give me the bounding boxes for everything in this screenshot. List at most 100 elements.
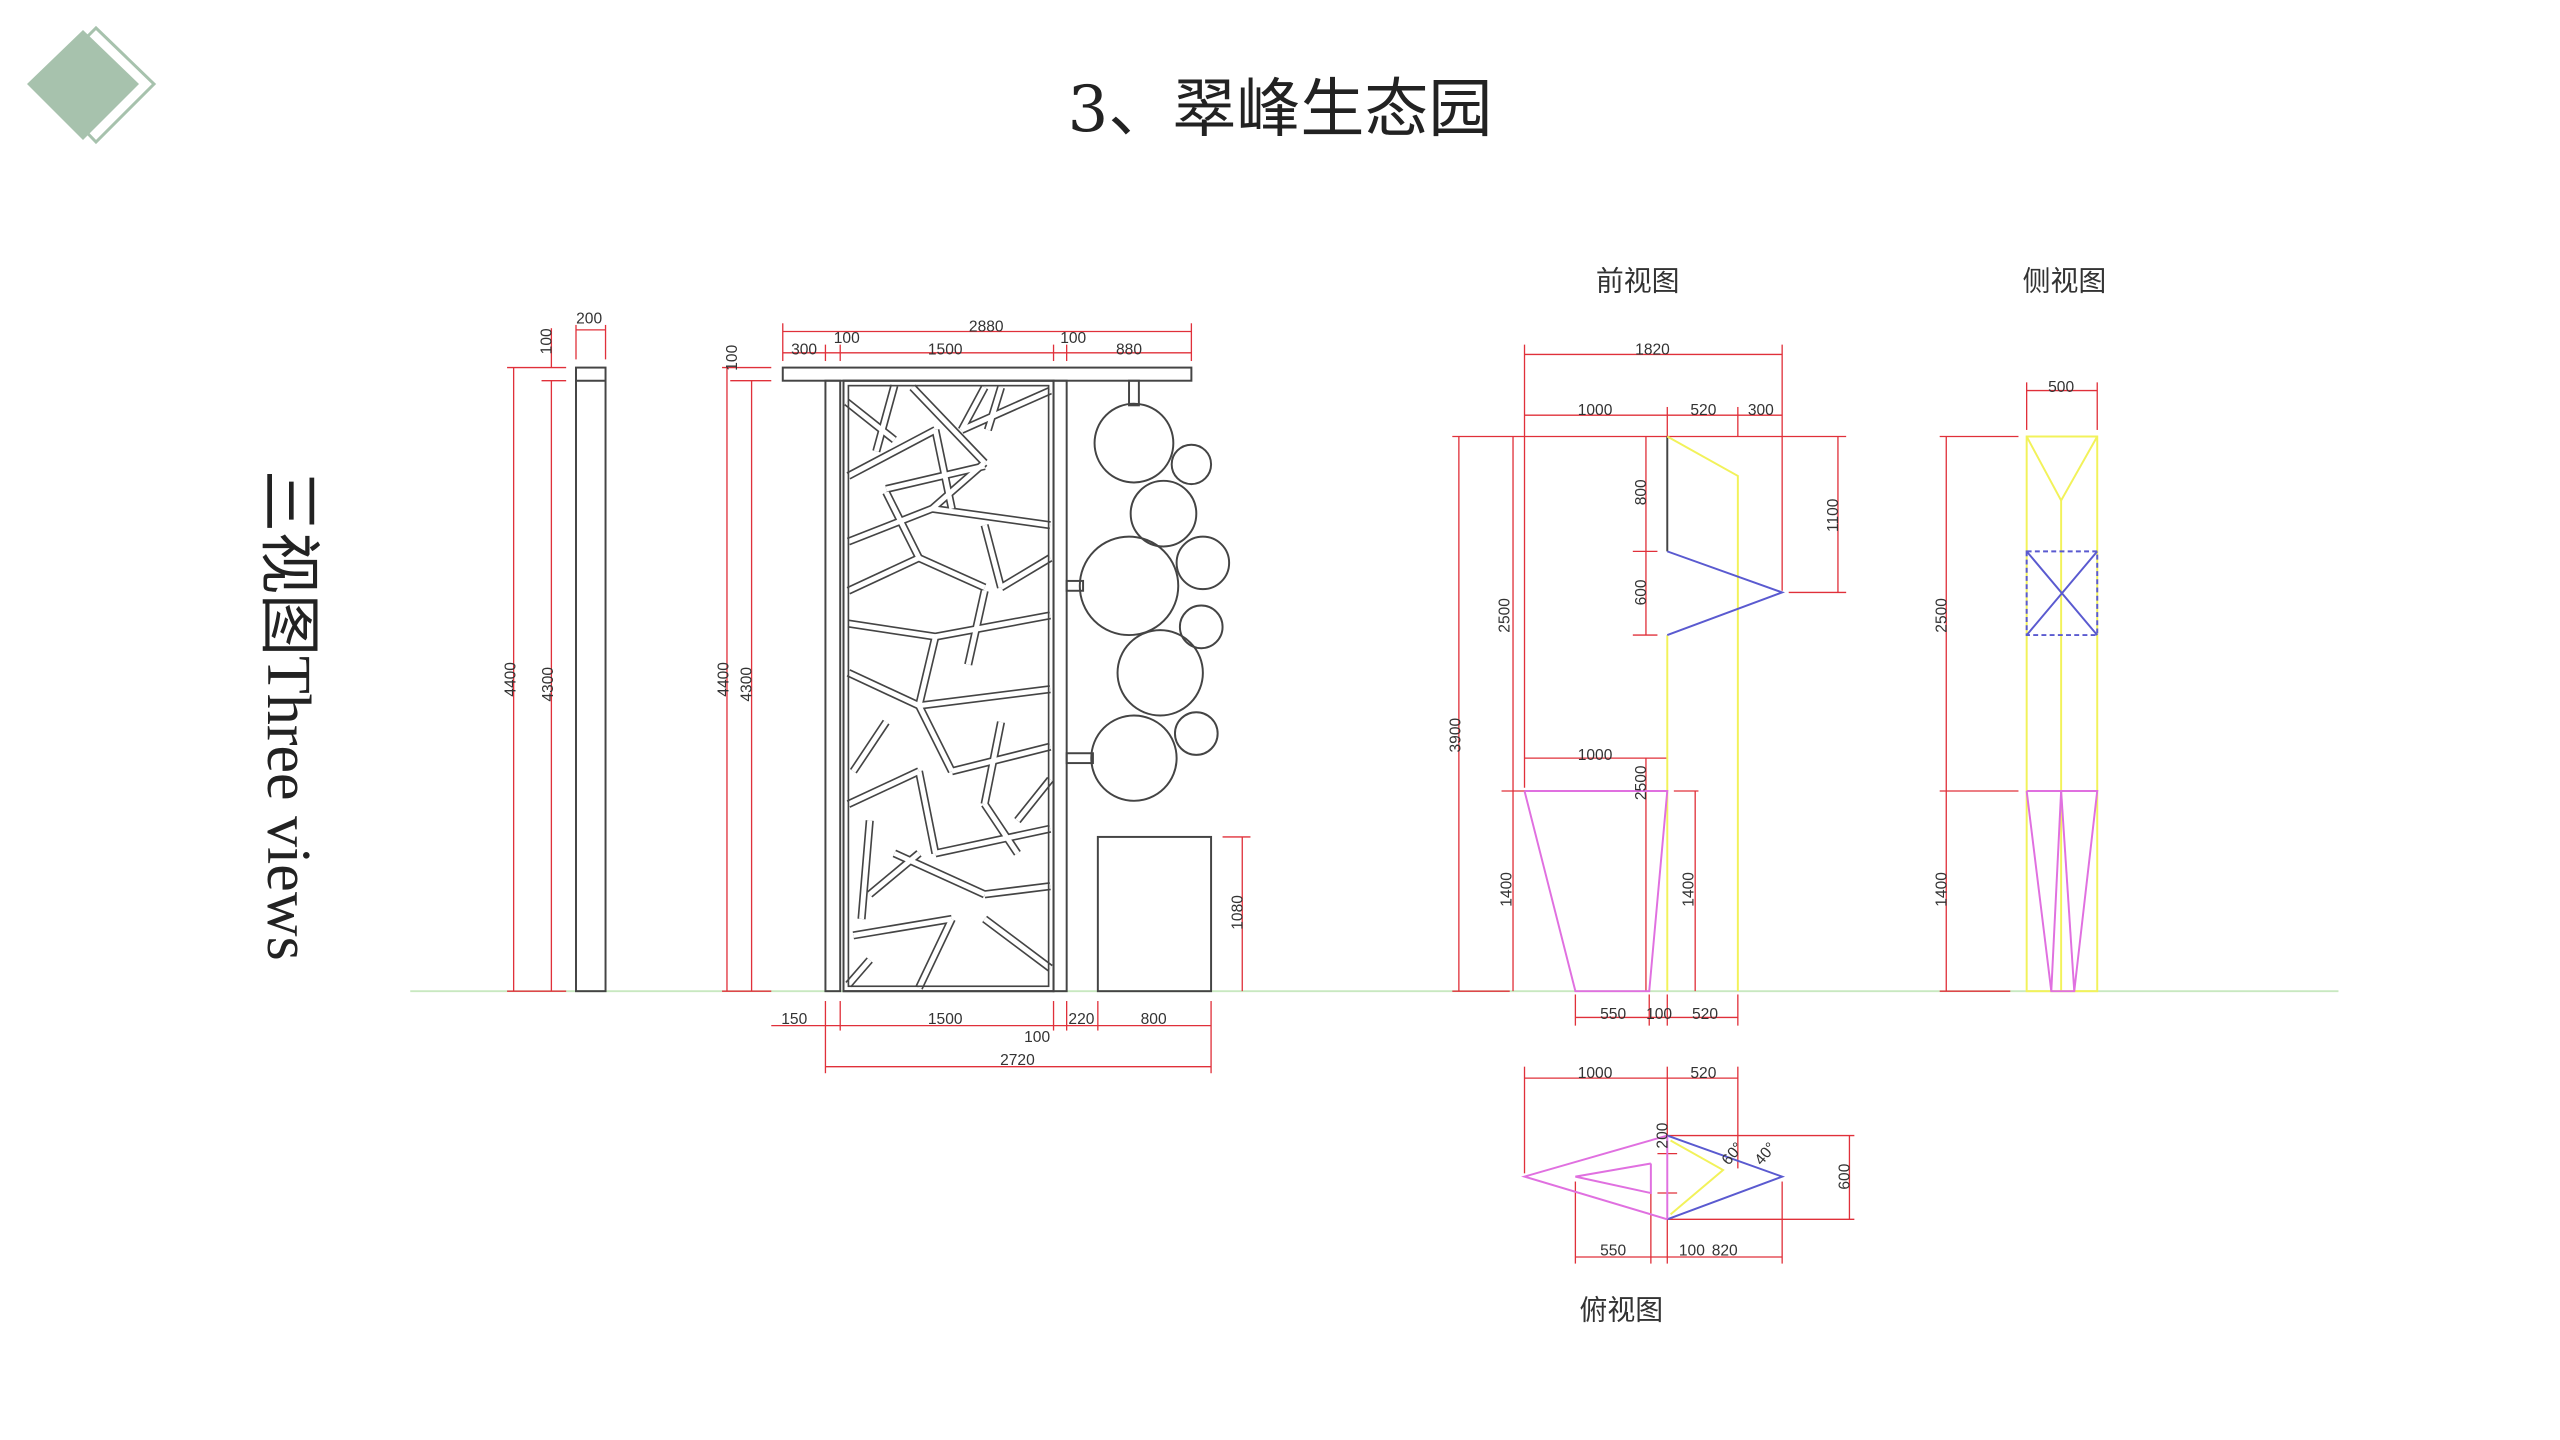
dim-label: 1500: [928, 1011, 963, 1028]
dim-label: 1820: [1635, 341, 1670, 358]
dim-label: 4400: [716, 662, 733, 697]
dim-label: 550: [1600, 1006, 1626, 1023]
dim-label: 520: [1692, 1006, 1718, 1023]
bubble-ornament: [1170, 443, 1213, 486]
dim-label: 60°: [1719, 1140, 1747, 1169]
bubble-ornament: [1078, 535, 1180, 637]
dim-label: 100: [1024, 1029, 1050, 1046]
dim-label: 200: [576, 310, 602, 327]
pattern-bar: [847, 769, 921, 807]
pattern-frame: [842, 379, 1055, 993]
pattern-bar: [965, 590, 988, 666]
pattern-bar: [916, 704, 954, 773]
dim-label: 1000: [1578, 1065, 1613, 1082]
dim-label: 220: [1068, 1011, 1094, 1028]
dim-label: 800: [1633, 479, 1650, 505]
dim-label: 2720: [1000, 1052, 1035, 1069]
pattern-bar: [852, 916, 953, 938]
planter-box: [1096, 835, 1213, 993]
pattern-bar: [885, 463, 986, 492]
bubble-ornaments: [1078, 402, 1231, 802]
pattern-bar: [982, 802, 1020, 855]
pattern-bar: [982, 721, 1004, 805]
dim-label: 1500: [928, 341, 963, 358]
dim-label: 4300: [739, 667, 756, 702]
dim-label: 4300: [540, 667, 557, 702]
dim-label: 1400: [1933, 872, 1950, 907]
pattern-bar: [845, 400, 896, 442]
dim-label: 1400: [1681, 872, 1698, 907]
dim-label: 100: [1679, 1242, 1705, 1259]
page-title: 3、翠峰生态园: [1067, 73, 1493, 147]
pattern-bar: [960, 388, 1052, 433]
pattern-bar: [983, 917, 1052, 971]
pattern-bar: [859, 820, 873, 920]
pattern-bar: [934, 826, 1051, 856]
pattern-bar: [847, 427, 937, 479]
dim-label: 550: [1600, 1242, 1626, 1259]
dim-label: 4400: [502, 662, 519, 697]
side-view-heading: 侧视图: [2023, 264, 2107, 297]
column-side-elevation: [575, 366, 607, 993]
dim-label: 520: [1690, 402, 1716, 419]
bubble-ornament: [1173, 711, 1219, 756]
bubble-ornament: [1175, 535, 1231, 591]
dim-label: 1000: [1578, 747, 1613, 764]
front-view: [1523, 435, 1786, 993]
screen-elevation: [781, 366, 1231, 993]
dim-label: 200: [1654, 1122, 1671, 1148]
pattern-bar: [851, 720, 889, 773]
pattern-bar: [846, 958, 872, 987]
dim-label: 800: [1141, 1011, 1167, 1028]
dim-label: 1100: [1825, 498, 1842, 532]
dim-label: 1400: [1498, 872, 1515, 907]
pattern-bar: [951, 744, 1051, 774]
pattern-bar: [985, 386, 1004, 431]
dim-label: 100: [538, 328, 555, 354]
pattern-bar: [999, 555, 1052, 590]
bubble-ornament: [1116, 629, 1204, 717]
dim-label: 100: [1060, 330, 1086, 347]
dim-label: 100: [1646, 1006, 1672, 1023]
pattern-bar: [1015, 777, 1053, 823]
dim-label: 600: [1633, 579, 1650, 605]
dim-label: 40°: [1751, 1140, 1779, 1169]
pattern-bar: [847, 555, 921, 594]
pattern-bar: [984, 883, 1051, 897]
dim-label: 1000: [1578, 402, 1613, 419]
pattern-bar: [959, 386, 987, 432]
dim-label: 2500: [1933, 598, 1950, 633]
dim-label: 500: [2048, 379, 2074, 396]
pattern-bar: [918, 686, 1051, 709]
dim-label: 2880: [969, 318, 1004, 335]
pattern-bar: [934, 612, 1051, 640]
dim-label: 880: [1116, 341, 1142, 358]
front-view-heading: 前视图: [1596, 264, 1680, 297]
pattern-bar: [847, 506, 934, 544]
dim-label: 520: [1690, 1065, 1716, 1082]
top-view-heading: 俯视图: [1580, 1293, 1664, 1326]
dim-label: 3900: [1448, 718, 1465, 753]
dim-label: 300: [791, 341, 817, 358]
pattern-inner-frame: [847, 384, 1050, 988]
pattern-bar: [910, 385, 987, 465]
dim-label: 600: [1836, 1163, 1853, 1189]
pattern-bar: [848, 621, 936, 640]
dimension-labels: 200 100 4400 4300 2880 300 100 1500 100 …: [502, 310, 2074, 1259]
bubble-ornament: [1129, 479, 1198, 548]
dim-label: 1080: [1229, 895, 1246, 930]
dim-label: 100: [834, 330, 860, 347]
logo-diamond-icon: [27, 25, 157, 145]
side-view: [2025, 435, 2099, 993]
pattern-bar: [916, 917, 955, 989]
pattern-bar: [931, 506, 1051, 528]
pattern-bar: [883, 491, 922, 560]
dim-label: 2500: [1497, 598, 1514, 633]
pattern-bar: [916, 770, 938, 854]
dimension-lines: [507, 323, 2098, 1264]
dim-label: 150: [781, 1011, 807, 1028]
pattern-bar: [917, 555, 986, 590]
dim-label: 100: [724, 344, 741, 370]
cracked-ice-pattern: [842, 379, 1055, 993]
